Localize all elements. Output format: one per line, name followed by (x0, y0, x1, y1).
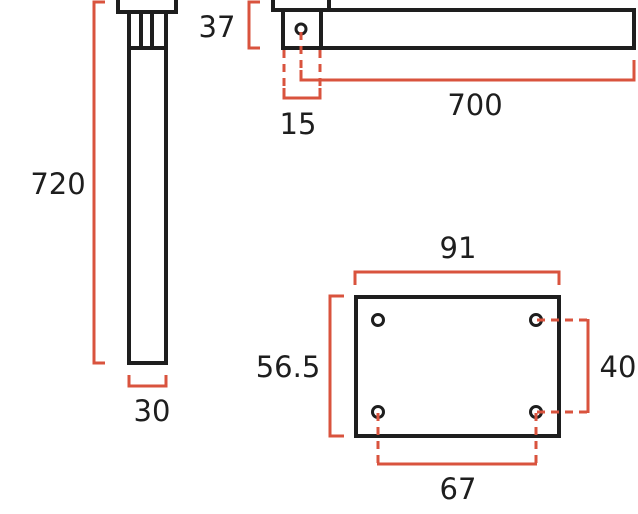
plate-view: 91 56.5 40 67 (256, 231, 637, 506)
arm-height-label: 37 (199, 10, 236, 44)
leg-view: 720 30 (30, 0, 178, 428)
arm-height-bracket (247, 0, 260, 50)
leg-width-label: 30 (134, 394, 171, 428)
leg-height-label: 720 (30, 167, 85, 201)
plate-width-label: 91 (440, 231, 477, 265)
hole-vertical-label: 40 (600, 350, 637, 384)
arm-length-label: 700 (447, 88, 502, 122)
leg-height-bracket (92, 0, 105, 365)
arm-bar (319, 8, 636, 50)
mounting-plate (354, 295, 561, 438)
plate-height-label: 56.5 (256, 350, 321, 384)
plate-height-bracket (328, 294, 344, 438)
arm-length-bracket (299, 60, 636, 82)
leg-neck (127, 10, 168, 50)
leg-tube (127, 46, 168, 365)
plate-width-bracket (353, 270, 561, 285)
leg-width-bracket (127, 375, 168, 388)
arm-view: 37 15 700 (199, 0, 636, 141)
hole-horizontal-label: 67 (440, 472, 477, 506)
hole-offset-bracket (282, 88, 322, 100)
plate-hole (371, 313, 385, 327)
hole-offset-label: 15 (280, 107, 317, 141)
arm-block (281, 8, 323, 50)
